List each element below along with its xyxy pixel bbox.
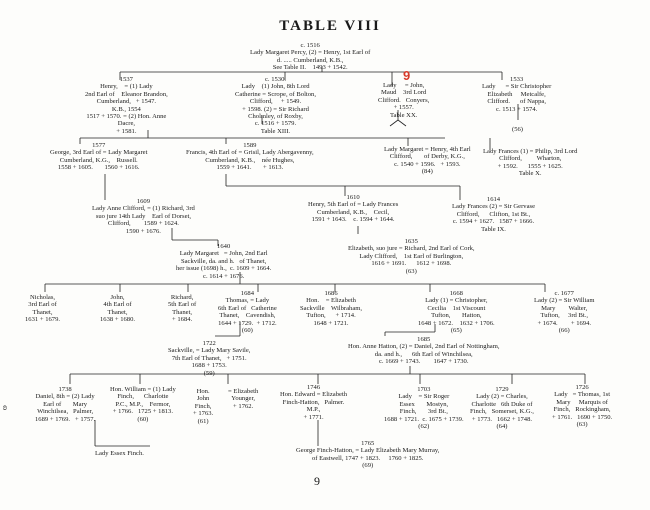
person-daniel-8th-earl-winchilsea: 1738 Daniel, 8th = (2) Lady Earl of Mary…	[35, 386, 96, 423]
person-lady-mary-tufton: c. 1677 Lady (2) = Sir William Mary Walt…	[534, 290, 595, 335]
person-lady-elizabeth-clifford: 1533 Lady = Sir Christopher Elizabeth Me…	[482, 76, 552, 113]
person-george-finch-hatton: 1765 George Finch-Hatton, = Lady Elizabe…	[296, 440, 440, 470]
person-hon-john-finch: Hon. John Finch, + 1763. (61)	[193, 388, 214, 425]
page-number: 9	[314, 474, 320, 488]
person-lady-maud-clifford: Lady = John, Maud 3rd Lord Clifford. Con…	[378, 82, 430, 119]
person-hon-sackville-tufton: 1686 Hon. = Elizabeth Sackville Wilbraha…	[300, 290, 363, 327]
person-thomas-6th-earl-thanet: 1684 Thomas, = Lady 6th Earl of Catherin…	[218, 290, 277, 335]
person-sackville-7th-earl-thanet: 1722 Sackville, = Lady Mary Savile, 7th …	[168, 340, 251, 377]
person-hon-edward-finch-hatton: 1746 Hon. Edward = Elizabeth Finch-Hatto…	[280, 384, 348, 421]
ref-56: (56)	[512, 126, 523, 133]
person-elizabeth-lady-clifford: 1635 Elizabeth, suo jure = Richard, 2nd …	[348, 238, 475, 275]
person-henry-5th-earl: 1610 Henry, 5th Earl of = Lady Frances C…	[308, 194, 399, 224]
person-lady-frances-wharton: Lady Frances (1) = Philip, 3rd Lord Clif…	[483, 148, 578, 178]
person-lady-anne-clifford: 1609 Lady Anne Clifford, = (1) Richard, …	[92, 198, 195, 235]
person-henry-2nd-earl: 1537 Henry, = (1) Lady 2nd Earl of Elean…	[85, 76, 168, 135]
red-page-marker: 9	[403, 68, 411, 83]
person-lady-margaret-clifford: Lady Margaret = Henry, 4th Earl Clifford…	[384, 146, 471, 176]
person-nicholas-3rd-earl-thanet: Nicholas, 3rd Earl of Thanet, 1631 + 167…	[25, 294, 61, 324]
margin-mark: ʚ	[3, 402, 7, 412]
person-lady-essex-finch-mostyn: 1703 Lady = Sir Roger Essex Mostyn, Finc…	[384, 386, 464, 431]
person-hon-william-finch: Hon. William = (1) Lady Finch, Charlotte…	[110, 386, 176, 423]
person-margaret-percy-henry-1st-earl: c. 1516 Lady Margaret Percy, (2) = Henry…	[250, 42, 371, 72]
person-elizabeth-younger: = Elizabeth Younger, + 1762.	[228, 388, 259, 410]
person-lady-mary-finch: 1726 Lady = Thomas, 1st Mary Marquis of …	[552, 384, 613, 429]
person-lady-charlotte-finch: 1729 Lady (2) = Charles, Charlotte 6th D…	[470, 386, 534, 431]
person-lady-margaret-sackville: 1640 Lady Margaret = John, 2nd Earl Sack…	[176, 243, 272, 280]
person-lady-catherine-clifford: c. 1530. Lady (1) John, 8th Lord Catheri…	[235, 76, 316, 135]
person-lady-cecilia-tufton: 1668 Lady (1) = Christopher, Cecilia 1st…	[418, 290, 495, 335]
person-francis-4th-earl: 1589 Francis, 4th Earl of = Grisil, Lady…	[186, 142, 314, 172]
person-lady-essex-finch: Lady Essex Finch.	[95, 450, 144, 457]
person-hon-anne-hatton: 1685 Hon. Anne Hatton, (2) = Daniel, 2nd…	[348, 336, 500, 366]
person-george-3rd-earl: 1577 George, 3rd Earl of = Lady Margaret…	[50, 142, 148, 172]
person-lady-frances-clifton: 1614 Lady Frances (2) = Sir Gervase Clif…	[452, 196, 535, 233]
table-title: TABLE VIII	[279, 18, 381, 34]
person-john-4th-earl-thanet: John, 4th Earl of Thanet, 1638 + 1680.	[100, 294, 136, 324]
person-richard-5th-earl-thanet: Richard, 5th Earl of Thanet, + 1684.	[168, 294, 197, 324]
